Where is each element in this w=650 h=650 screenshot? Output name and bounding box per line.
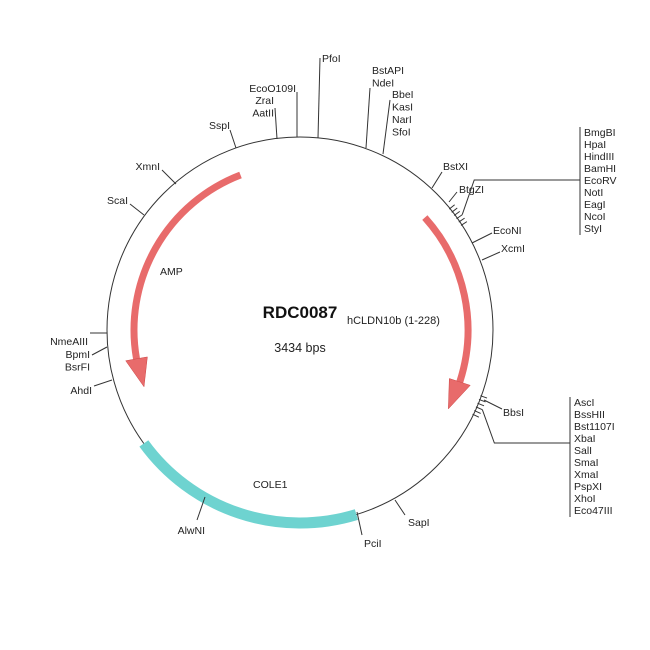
site-label-ahdi: AhdI — [70, 385, 92, 397]
insert-arrow-head — [448, 378, 471, 410]
site-label-xcmi: XcmI — [501, 243, 525, 255]
site-label-bpmi: BpmI — [65, 349, 90, 361]
site-label: AscI — [574, 397, 594, 409]
mcs2-leader-line — [481, 409, 570, 444]
site-label-aatii: AatII — [252, 108, 274, 120]
mcs1-site-tick — [458, 217, 465, 223]
mcs2-site-tick — [472, 413, 480, 418]
site-label: StyI — [584, 223, 602, 235]
site-tick-bstxi — [431, 171, 443, 189]
site-label: XhoI — [574, 493, 596, 505]
site-label: SalI — [574, 445, 592, 457]
site-label: EagI — [584, 199, 606, 211]
site-label-pcii: PciI — [364, 538, 382, 550]
site-label-scai: ScaI — [107, 195, 128, 207]
site-label-bstxi: BstXI — [443, 161, 468, 173]
site-tick-xmni — [161, 169, 177, 185]
site-label-bbei: BbeI — [392, 89, 414, 101]
amp-arrow-head — [125, 356, 148, 388]
site-label-sapi: SapI — [408, 517, 430, 529]
site-tick-alwni — [196, 496, 206, 521]
site-tick-bbei — [382, 99, 391, 155]
mcs2-site-tick — [477, 402, 485, 407]
site-tick-xcmi — [481, 251, 501, 261]
amp-arrow-body — [130, 171, 242, 360]
insert-label: hCLDN10b (1-228) — [347, 315, 440, 327]
cole1-label: COLE1 — [253, 479, 288, 491]
mcs1-site-tick — [448, 204, 455, 210]
mcs1-leader-line — [461, 179, 580, 215]
site-tick-btgzi — [448, 191, 458, 203]
site-label-sfoi: SfoI — [392, 127, 411, 139]
site-label-ndei: NdeI — [372, 78, 394, 90]
site-tick-sapi — [394, 499, 406, 516]
amp-label: AMP — [160, 266, 183, 278]
site-label: HindIII — [584, 151, 614, 163]
site-tick-pcii — [356, 511, 363, 536]
mcs1-site-tick — [460, 221, 468, 226]
insert-arrow-body — [422, 215, 472, 383]
mcs1-site-tick — [456, 214, 463, 220]
site-tick-sspi — [229, 129, 237, 149]
site-tick-pfoi — [317, 57, 321, 139]
site-tick-ahdi — [93, 379, 113, 387]
site-label: PspXI — [574, 481, 602, 493]
cole1-feature — [139, 440, 359, 529]
site-label-zrai: ZraI — [255, 95, 274, 107]
site-label: BssHII — [574, 409, 605, 421]
site-tick-bbsi — [483, 399, 503, 410]
site-label: NcoI — [584, 211, 606, 223]
site-label-nmeaiii: NmeAIII — [50, 336, 88, 348]
site-label-nari: NarI — [392, 114, 412, 126]
site-label-bstapi: BstAPI — [372, 65, 404, 77]
site-label: SmaI — [574, 457, 599, 469]
plasmid-name: RDC0087 — [263, 303, 338, 322]
site-label-kasi: KasI — [392, 102, 413, 114]
site-label: NotI — [584, 187, 603, 199]
site-label-alwni: AlwNI — [178, 525, 205, 537]
site-label: EcoRV — [584, 175, 617, 187]
mcs2-site-tick — [480, 395, 488, 399]
site-label: BmgBI — [584, 127, 616, 139]
site-tick-zrai — [274, 107, 278, 140]
site-label-econi: EcoNI — [493, 225, 522, 237]
site-label-bbsi: BbsI — [503, 407, 524, 419]
site-label-btgzi: BtgZI — [459, 184, 484, 196]
site-label: XmaI — [574, 469, 599, 481]
site-label: XbaI — [574, 433, 596, 445]
site-label-bsrfi: BsrFI — [65, 362, 90, 374]
site-label-ecoo109i: EcoO109I — [249, 83, 296, 95]
site-label-pfoi: PfoI — [322, 53, 341, 65]
site-label: Bst1107I — [574, 421, 615, 433]
site-tick-bpmi — [91, 346, 108, 356]
site-tick-scai — [129, 203, 145, 216]
site-label: BamHI — [584, 163, 616, 175]
mcs1-site-tick — [451, 207, 458, 213]
site-tick-bstapi — [365, 87, 371, 149]
site-label: Eco47III — [574, 505, 613, 517]
site-label-xmni: XmnI — [135, 161, 160, 173]
site-label-sspi: SspI — [209, 120, 230, 132]
mcs2-site-tick — [474, 410, 481, 414]
plasmid-size: 3434 bps — [274, 341, 325, 355]
mcs2-site-tick — [478, 398, 486, 403]
site-tick-econi — [471, 232, 493, 244]
mcs2-site-tick — [475, 406, 483, 411]
mcs1-site-tick — [453, 210, 461, 216]
site-label: HpaI — [584, 139, 606, 151]
